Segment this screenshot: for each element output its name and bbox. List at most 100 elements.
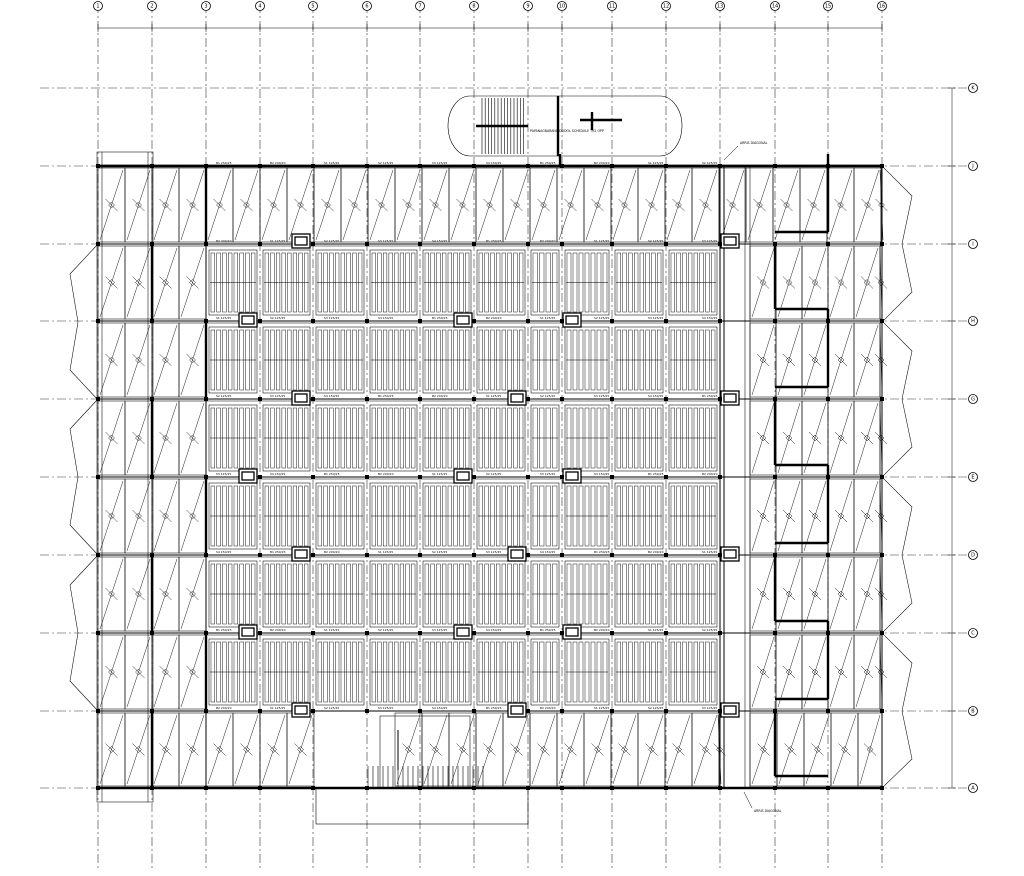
span-arrow bbox=[186, 431, 199, 445]
column-dot bbox=[418, 709, 422, 713]
panel-tag: S3 125/25 bbox=[540, 472, 555, 476]
span-marker bbox=[863, 590, 871, 598]
span-marker bbox=[459, 201, 466, 209]
panel-tag: B2 200/20 bbox=[648, 550, 664, 554]
span-marker bbox=[378, 201, 385, 209]
span-arrow bbox=[782, 587, 796, 601]
span-marker bbox=[759, 356, 767, 364]
span-arrow bbox=[456, 198, 469, 212]
column-dot bbox=[96, 553, 100, 557]
column-dot bbox=[773, 164, 777, 168]
column-dot bbox=[365, 319, 369, 323]
grid-label-h: J bbox=[971, 163, 973, 169]
column-dot bbox=[560, 242, 564, 246]
column-dot bbox=[204, 397, 208, 401]
joist-bay bbox=[476, 249, 526, 316]
note-top-stair: PAPANAGBARANG DUDOL SCHEDULE TH2 OPP bbox=[530, 129, 604, 133]
span-marker bbox=[866, 746, 874, 753]
column-dot bbox=[150, 397, 154, 401]
left-slab-bay bbox=[178, 245, 207, 320]
joist-bay bbox=[262, 249, 311, 316]
column-dot bbox=[365, 397, 369, 401]
column-core bbox=[723, 705, 737, 715]
grid-bubble-h bbox=[968, 550, 978, 560]
joist-bay bbox=[564, 326, 610, 394]
column-dot bbox=[773, 319, 777, 323]
joist-bay bbox=[208, 482, 258, 550]
panel-tag: S1 125/25 bbox=[594, 706, 609, 710]
grid-label-h: I bbox=[972, 241, 973, 247]
column-dot bbox=[773, 553, 777, 557]
span-arrow bbox=[105, 276, 118, 289]
column-dot bbox=[560, 553, 564, 557]
span-marker bbox=[216, 746, 223, 753]
joist-bay bbox=[476, 560, 526, 628]
column-dot bbox=[526, 164, 530, 168]
panel-tag: S1 125/25 bbox=[648, 161, 663, 165]
column-dot bbox=[472, 631, 476, 635]
panel-tag: B1 250/25 bbox=[486, 706, 502, 710]
column-dot bbox=[610, 709, 614, 713]
column-dot bbox=[826, 631, 830, 635]
column-dot bbox=[880, 397, 884, 401]
span-arrow bbox=[240, 198, 253, 212]
joist-bay bbox=[208, 249, 258, 316]
column-dot bbox=[365, 475, 369, 479]
grid-label-v: 13 bbox=[717, 3, 723, 9]
joist-bay bbox=[614, 482, 664, 550]
column-dot bbox=[718, 397, 722, 401]
panel-tag: B2 200/20 bbox=[216, 239, 232, 243]
grid-label-v: 14 bbox=[772, 3, 778, 9]
joist-bay bbox=[668, 482, 718, 550]
panel-tag: B2 200/20 bbox=[486, 316, 502, 320]
span-arrow bbox=[564, 198, 577, 212]
joist-bay bbox=[262, 326, 311, 394]
slab-framing bbox=[69, 151, 913, 803]
column-dot bbox=[526, 242, 530, 246]
panel-tag: S3 125/25 bbox=[648, 316, 663, 320]
joist-bay bbox=[315, 249, 365, 316]
span-arrow bbox=[874, 276, 888, 289]
column-dot bbox=[204, 553, 208, 557]
column-dot bbox=[718, 475, 722, 479]
panel-tag: S2 125/25 bbox=[648, 239, 663, 243]
column-dot bbox=[472, 242, 476, 246]
column-dot bbox=[150, 319, 154, 323]
panel-tag: S4 150/25 bbox=[594, 472, 609, 476]
joist-bay bbox=[208, 560, 258, 628]
column-dot bbox=[773, 786, 777, 790]
column-dot bbox=[258, 631, 262, 635]
grid-bubble-v bbox=[877, 1, 887, 11]
span-arrow bbox=[402, 743, 415, 756]
column-dot bbox=[418, 242, 422, 246]
span-marker bbox=[405, 201, 412, 209]
span-marker bbox=[810, 201, 817, 209]
grid-bubble-h bbox=[968, 706, 978, 716]
span-marker bbox=[486, 201, 493, 209]
span-marker bbox=[594, 746, 601, 753]
span-marker bbox=[863, 434, 871, 442]
span-arrow bbox=[159, 431, 172, 445]
bottom-slab-bay bbox=[857, 712, 883, 787]
grid-bubble-h bbox=[968, 783, 978, 793]
span-marker bbox=[189, 512, 196, 520]
panel-tag: S1 125/25 bbox=[702, 550, 717, 554]
column-dot bbox=[204, 242, 208, 246]
column-dot bbox=[664, 553, 668, 557]
column-core bbox=[241, 315, 255, 325]
span-arrow bbox=[756, 353, 770, 367]
panel-tag: B2 200/20 bbox=[432, 394, 448, 398]
span-marker bbox=[785, 668, 793, 676]
span-marker bbox=[162, 590, 169, 598]
right-zigzag-edge bbox=[881, 320, 913, 478]
span-marker bbox=[785, 590, 793, 598]
panel-tag: S2 125/25 bbox=[594, 316, 609, 320]
grid-label-v: 4 bbox=[258, 3, 261, 9]
column-dot bbox=[472, 319, 476, 323]
joist-bay bbox=[564, 638, 610, 706]
grid-label-v: 8 bbox=[472, 3, 475, 9]
grid-bubble-v bbox=[661, 1, 671, 11]
span-arrow bbox=[159, 353, 172, 367]
column-dot bbox=[96, 164, 100, 168]
joist-bay bbox=[530, 638, 560, 706]
